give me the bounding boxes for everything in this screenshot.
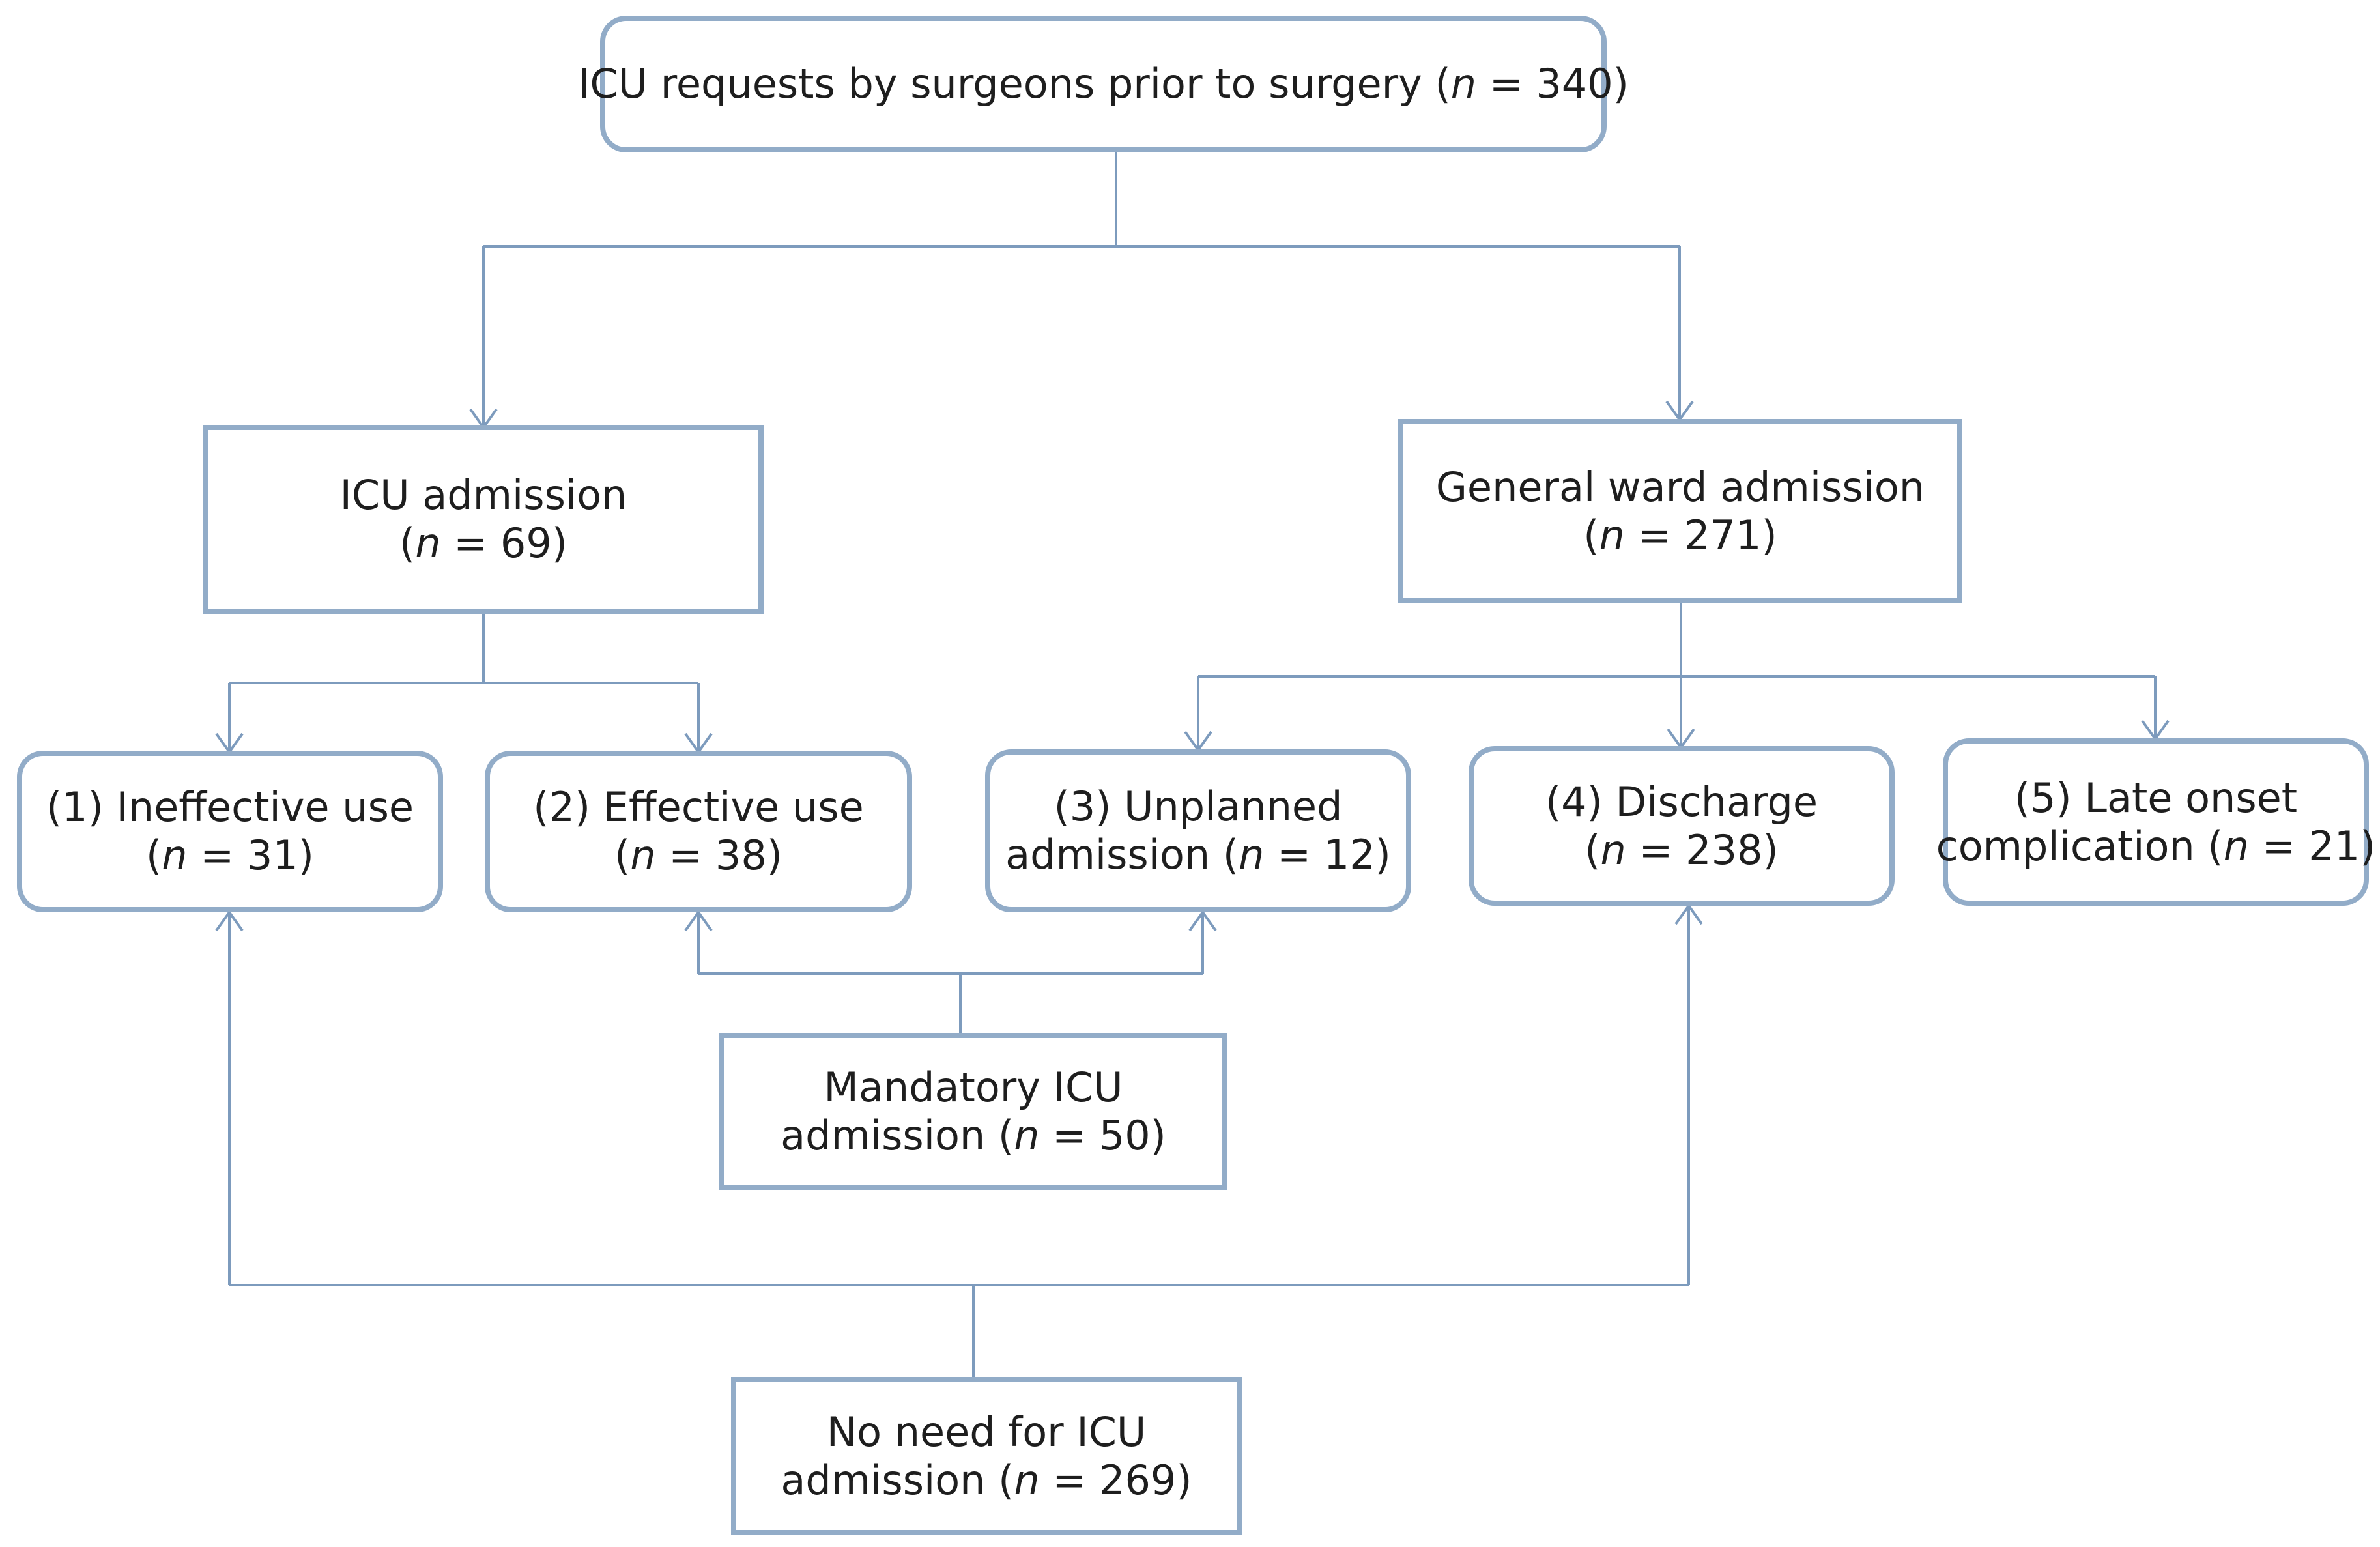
node-icu-admission-title: ICU admission [339,471,627,519]
n-symbol: n [1014,1111,1040,1159]
text-part: = 12) [1264,831,1391,878]
text-part: = 238) [1626,826,1779,874]
n-symbol: n [1450,60,1476,108]
text-part: ( [399,519,416,567]
n-symbol: n [2223,822,2249,870]
text-part: = 269) [1039,1456,1192,1504]
node-icu-admission-count: (n = 69) [399,519,567,568]
text-part: = 21) [2248,822,2376,870]
arrow-to-ineffective-bottom [215,910,244,932]
n-symbol: n [162,831,188,879]
node-ineffective-count: (n = 31) [146,831,314,880]
arrow-to-unplanned-bottom [1188,910,1217,932]
node-late-onset-count: complication (n = 21) [1936,822,2376,871]
text-part: admission ( [781,1111,1014,1159]
text-part: complication ( [1936,822,2224,870]
node-general-ward-admission: General ward admission (n = 271) [1398,419,1962,603]
node-effective-title: (2) Effective use [533,783,864,831]
node-mandatory-icu-admission: Mandatory ICU admission (n = 50) [719,1033,1227,1190]
node-mandatory-title: Mandatory ICU [824,1063,1123,1111]
node-ineffective-title: (1) Ineffective use [46,783,414,831]
n-symbol: n [1600,826,1626,874]
text-part: = 31) [187,831,314,879]
text-part: = 38) [655,831,782,879]
text-part: ICU requests by surgeons prior to surger… [578,60,1451,108]
text-part: admission ( [781,1456,1014,1504]
node-unplanned-title: (3) Unplanned [1054,783,1343,830]
node-mandatory-count: admission (n = 50) [781,1112,1166,1160]
node-no-need-title: No need for ICU [826,1408,1147,1456]
node-no-need-icu-admission: No need for ICU admission (n = 269) [731,1377,1242,1535]
node-general-ward-title: General ward admission [1435,463,1925,511]
text-part: ( [614,831,631,879]
n-symbol: n [1239,831,1265,878]
node-effective-use: (2) Effective use (n = 38) [485,751,912,912]
node-unplanned-admission: (3) Unplanned admission (n = 12) [985,749,1411,912]
node-icu-requests: ICU requests by surgeons prior to surger… [578,16,1629,152]
node-discharge: (4) Discharge (n = 238) [1469,746,1895,906]
node-discharge-count: (n = 238) [1584,826,1778,875]
node-no-need-count: admission (n = 269) [781,1456,1192,1505]
n-symbol: n [1599,511,1625,559]
arrow-to-effective-bottom [684,910,713,932]
text-part: = 271) [1624,511,1777,559]
node-unplanned-count: admission (n = 12) [1005,831,1391,879]
node-ineffective-use: (1) Ineffective use (n = 31) [17,751,443,912]
node-icu-requests-label: ICU requests by surgeons prior to surger… [578,60,1629,108]
text-part: = 69) [440,519,567,567]
node-late-onset-title: (5) Late onset [2014,774,2298,822]
text-part: = 340) [1476,60,1629,108]
n-symbol: n [415,519,441,567]
node-general-ward-count: (n = 271) [1583,512,1777,560]
text-part: admission ( [1005,831,1239,878]
text-part: = 50) [1039,1111,1166,1159]
n-symbol: n [630,831,656,879]
node-effective-count: (n = 38) [614,831,782,880]
text-part: ( [146,831,162,879]
arrow-to-discharge-bottom [1674,903,1703,925]
node-discharge-title: (4) Discharge [1545,777,1818,826]
text-part: ( [1583,511,1599,559]
node-late-onset-complication: (5) Late onset complication (n = 21) [1936,738,2375,906]
text-part: ( [1584,826,1601,874]
n-symbol: n [1014,1456,1040,1504]
node-icu-admission: ICU admission (n = 69) [203,425,764,614]
